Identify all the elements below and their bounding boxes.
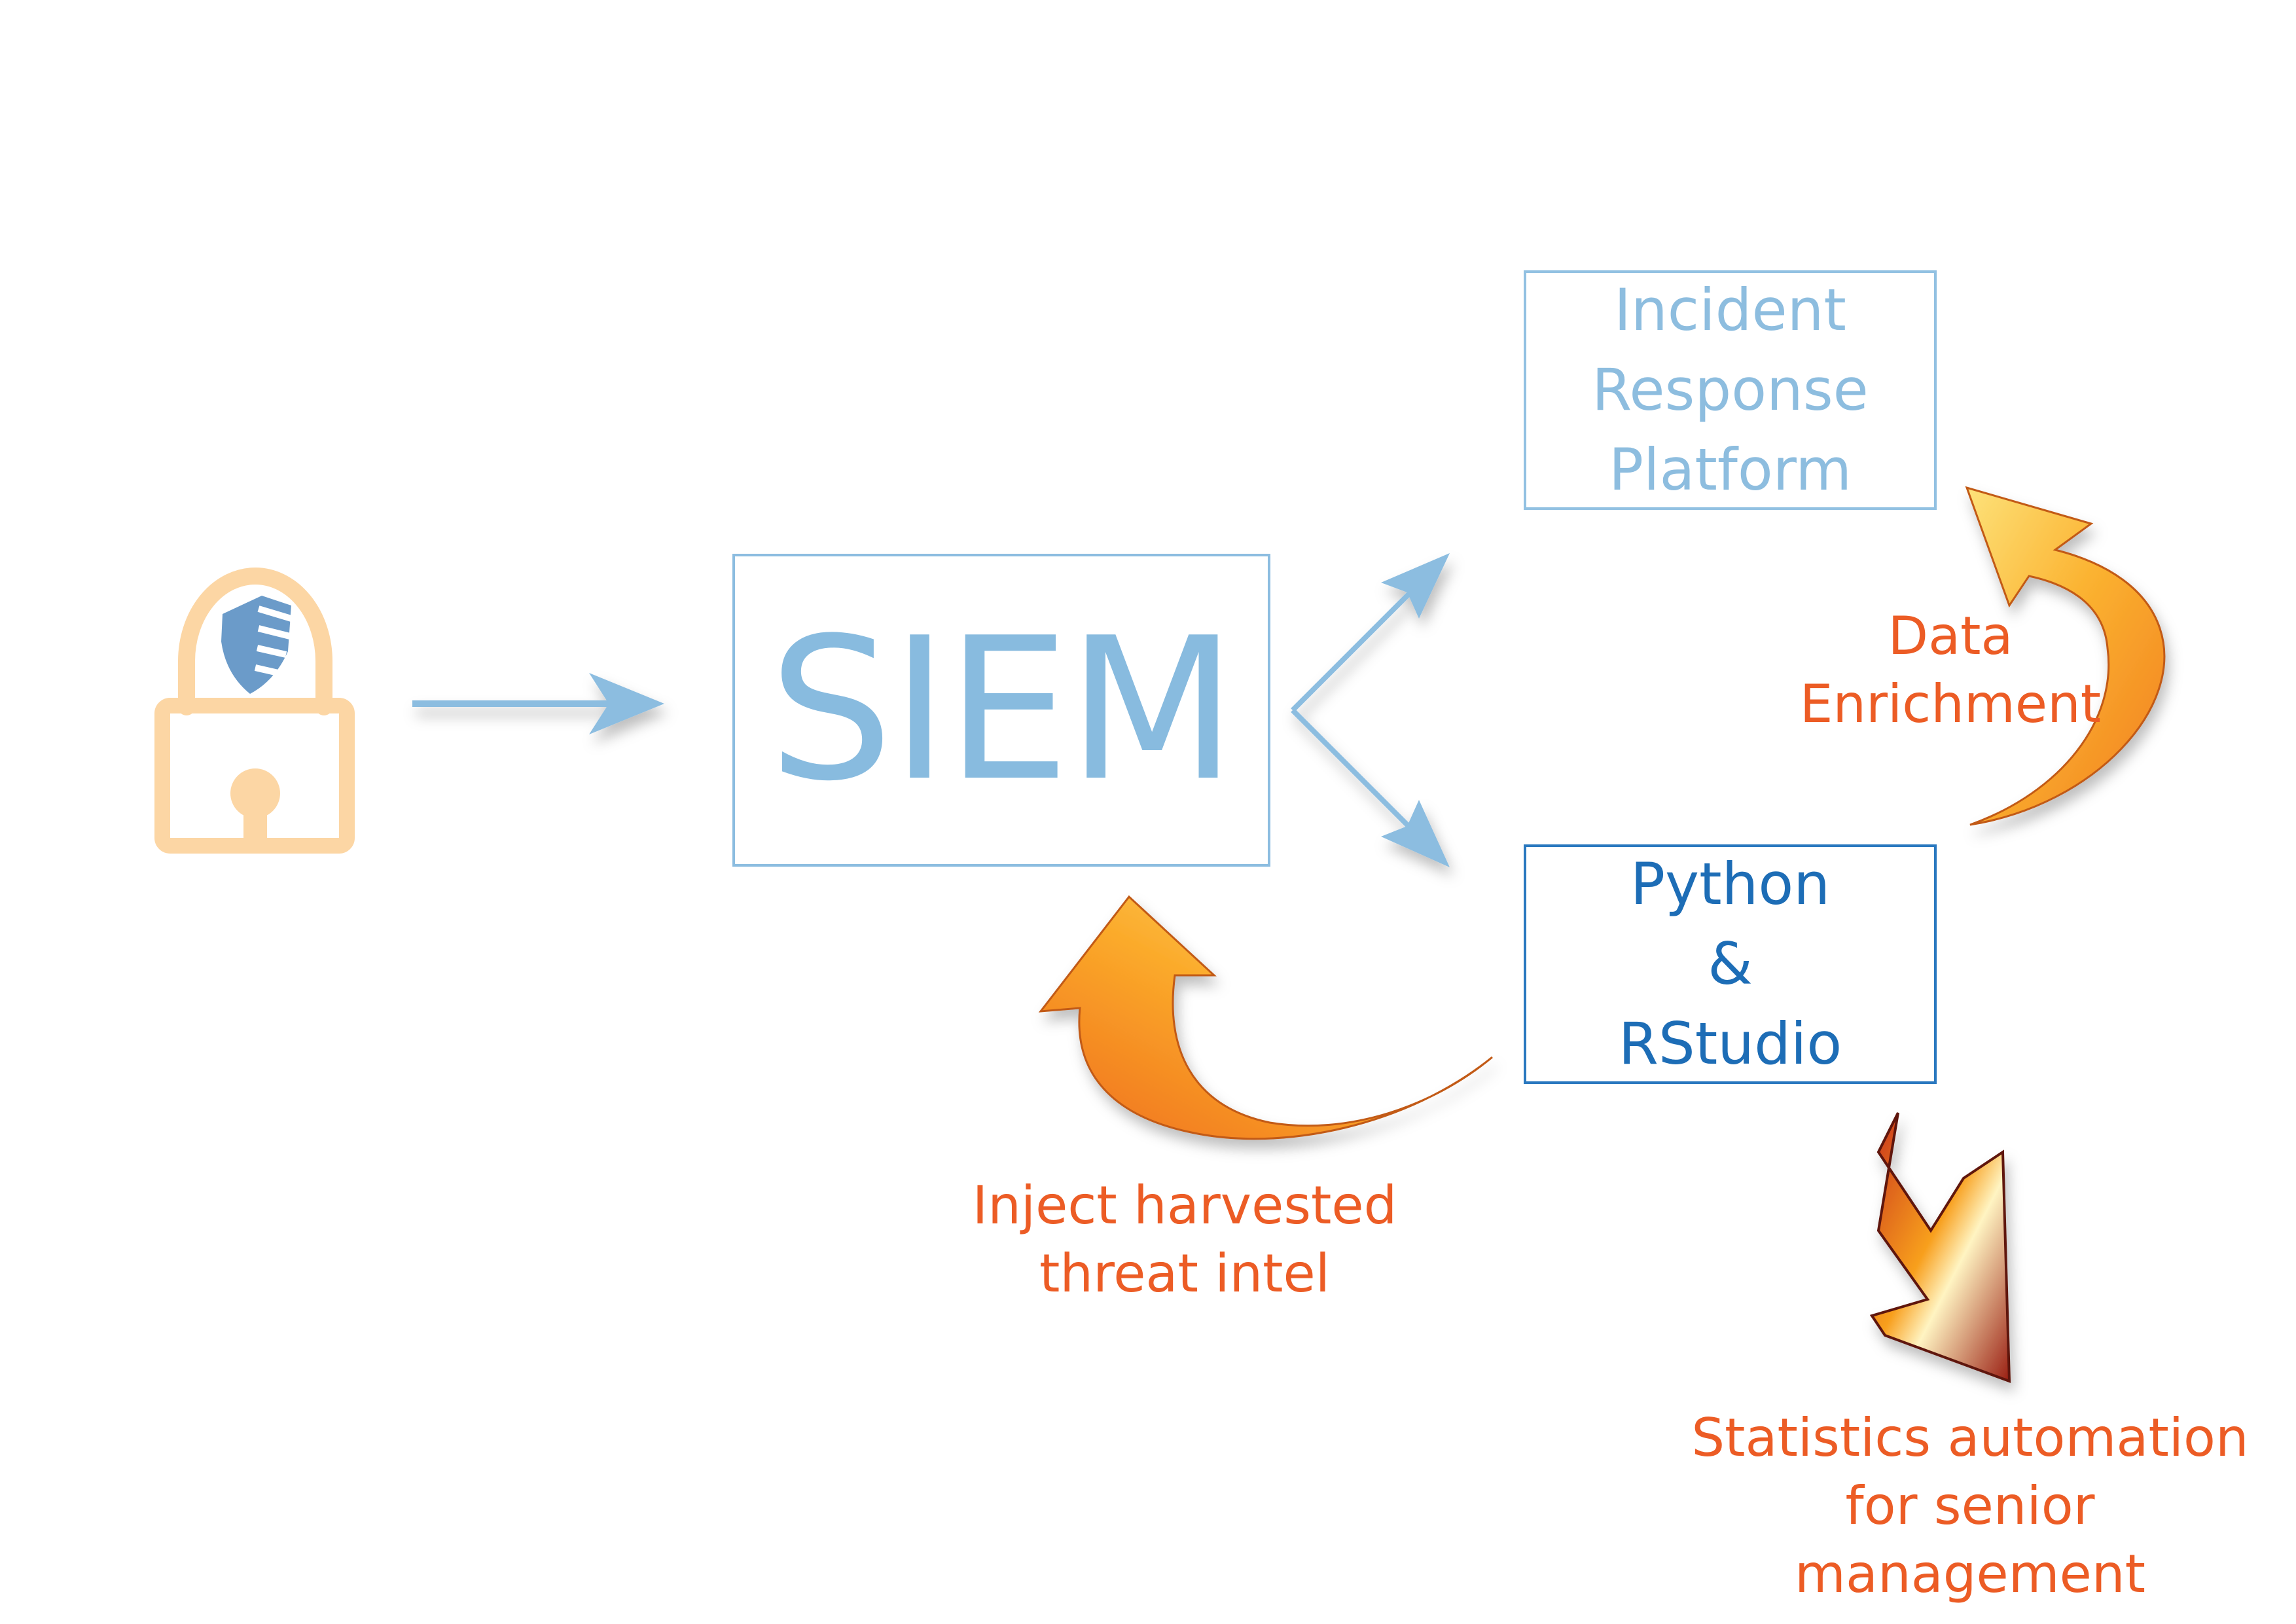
curved-arrow-icon [1038, 895, 1493, 1140]
python-line-3: RStudio [1618, 1010, 1842, 1077]
inject-threat-intel-label: Inject harvested threat intel [956, 1172, 1414, 1308]
python-line-1: Python [1630, 850, 1831, 918]
curved-arrow-icon [1965, 486, 2166, 826]
siem-label: SIEM [768, 596, 1236, 824]
down-arrow-icon [1869, 1112, 2011, 1383]
data-enrichment-line-2: Enrichment [1799, 674, 2102, 734]
statistics-line-1: Statistics automation [1691, 1407, 2249, 1468]
incident-response-platform-box: Incident Response Platform [1524, 270, 1937, 510]
padlock-shield-icon [154, 568, 355, 854]
arrow-right-icon [412, 673, 664, 734]
inject-line-1: Inject harvested [972, 1175, 1397, 1236]
irp-line-2: Response [1592, 356, 1869, 424]
python-line-2: & [1708, 930, 1753, 998]
python-rstudio-box: Python & RStudio [1524, 844, 1937, 1084]
data-enrichment-line-1: Data [1888, 605, 2013, 666]
siem-box: SIEM [732, 554, 1270, 867]
inject-line-2: threat intel [1039, 1243, 1330, 1304]
branch-arrows [1291, 553, 1450, 867]
statistics-automation-label: Statistics automation for senior managem… [1676, 1404, 2265, 1608]
irp-line-3: Platform [1608, 436, 1852, 503]
shield-icon [221, 596, 293, 694]
data-enrichment-label: Data Enrichment [1761, 602, 2140, 738]
irp-line-1: Incident [1614, 276, 1846, 344]
statistics-line-2: for senior management [1795, 1475, 2145, 1604]
